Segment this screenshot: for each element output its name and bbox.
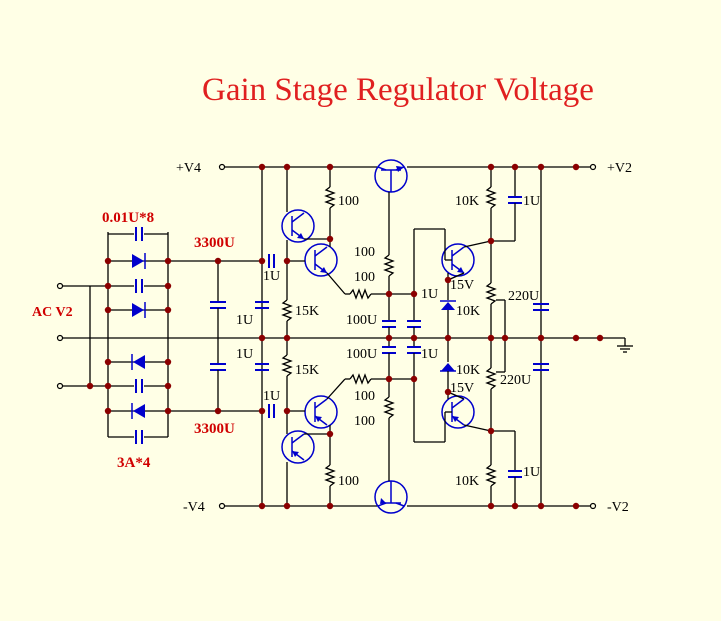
label-cap-1u-e: 1U — [523, 194, 540, 209]
transistor-icon — [304, 395, 338, 429]
label-cap-1u-g: 1U — [421, 287, 438, 302]
terminal-ac-gnd — [56, 334, 64, 342]
label-r-100-bottom: 100 — [338, 474, 359, 489]
label-cap-100u-top: 100U — [346, 313, 377, 328]
terminal-ac-2 — [56, 382, 64, 390]
filter-capacitors — [210, 254, 275, 418]
label-r-100-mid-b: 100 — [354, 270, 375, 285]
label-r-15k-bottom: 15K — [295, 363, 319, 378]
transistor-icon — [374, 159, 408, 193]
label-cap-1u-c: 1U — [236, 347, 253, 362]
component-labels: +V4 -V4 +V2 -V2 AC V2 0.01U*8 3A*4 3300U… — [32, 161, 632, 515]
label-cap-220u-top: 220U — [508, 289, 539, 304]
label-ac-input: AC V2 — [32, 305, 73, 320]
transistor-icon — [374, 480, 408, 514]
label-zener-top: 15V — [450, 278, 474, 293]
label-bridge-diodes: 3A*4 — [117, 455, 151, 471]
upper-regulator — [281, 159, 549, 338]
label-r-100-top: 100 — [338, 194, 359, 209]
label-cap-1u-d: 1U — [263, 389, 280, 404]
label-zener-bottom: 15V — [450, 381, 474, 396]
diode-icon — [132, 302, 146, 318]
zener-diode-icon — [440, 300, 456, 310]
label-cap-1u-b: 1U — [236, 313, 253, 328]
label-plus-v4: +V4 — [176, 161, 201, 176]
label-plus-v2: +V2 — [607, 161, 632, 176]
label-minus-v4: -V4 — [183, 500, 205, 515]
label-snubber-caps: 0.01U*8 — [102, 210, 154, 226]
label-r-100-mid-d: 100 — [354, 414, 375, 429]
capacitor-icon — [134, 279, 144, 293]
label-cap-220u-bottom: 220U — [500, 373, 531, 388]
label-filter-cap-top: 3300U — [194, 235, 235, 251]
label-minus-v2: -V2 — [607, 500, 629, 515]
transistor-icon — [281, 209, 315, 243]
diode-icon — [131, 403, 145, 419]
ground-icon — [617, 338, 633, 353]
capacitor-icon — [134, 379, 144, 393]
label-cap-1u-h: 1U — [421, 347, 438, 362]
label-r-100-mid-c: 100 — [354, 389, 375, 404]
label-r-10k-mid-top: 10K — [456, 304, 480, 319]
terminals — [56, 163, 597, 510]
label-r-10k-bottom: 10K — [455, 474, 479, 489]
lower-regulator — [281, 338, 549, 514]
label-r-10k-top: 10K — [455, 194, 479, 209]
capacitor-icon — [134, 430, 144, 444]
zener-diode-icon — [440, 363, 456, 372]
label-cap-100u-bottom: 100U — [346, 347, 377, 362]
bridge-rectifier — [62, 227, 262, 444]
diode-icon — [131, 354, 145, 370]
label-cap-1u-a: 1U — [263, 269, 280, 284]
label-cap-1u-f: 1U — [523, 465, 540, 480]
label-filter-cap-bottom: 3300U — [194, 421, 235, 437]
diode-icon — [132, 253, 146, 269]
terminal-plus-v4 — [218, 163, 226, 171]
capacitor-icon — [134, 227, 144, 241]
terminal-minus-v4 — [218, 502, 226, 510]
diagram-title: Gain Stage Regulator Voltage — [202, 72, 594, 108]
terminal-plus-v2 — [589, 163, 597, 171]
terminal-ac-1 — [56, 282, 64, 290]
transistor-icon — [281, 430, 315, 464]
transistor-icon — [304, 243, 338, 277]
label-r-15k-top: 15K — [295, 304, 319, 319]
junction-dots — [86, 163, 604, 510]
terminal-minus-v2 — [589, 502, 597, 510]
label-r-10k-mid-bottom: 10K — [456, 363, 480, 378]
label-r-100-mid-a: 100 — [354, 245, 375, 260]
